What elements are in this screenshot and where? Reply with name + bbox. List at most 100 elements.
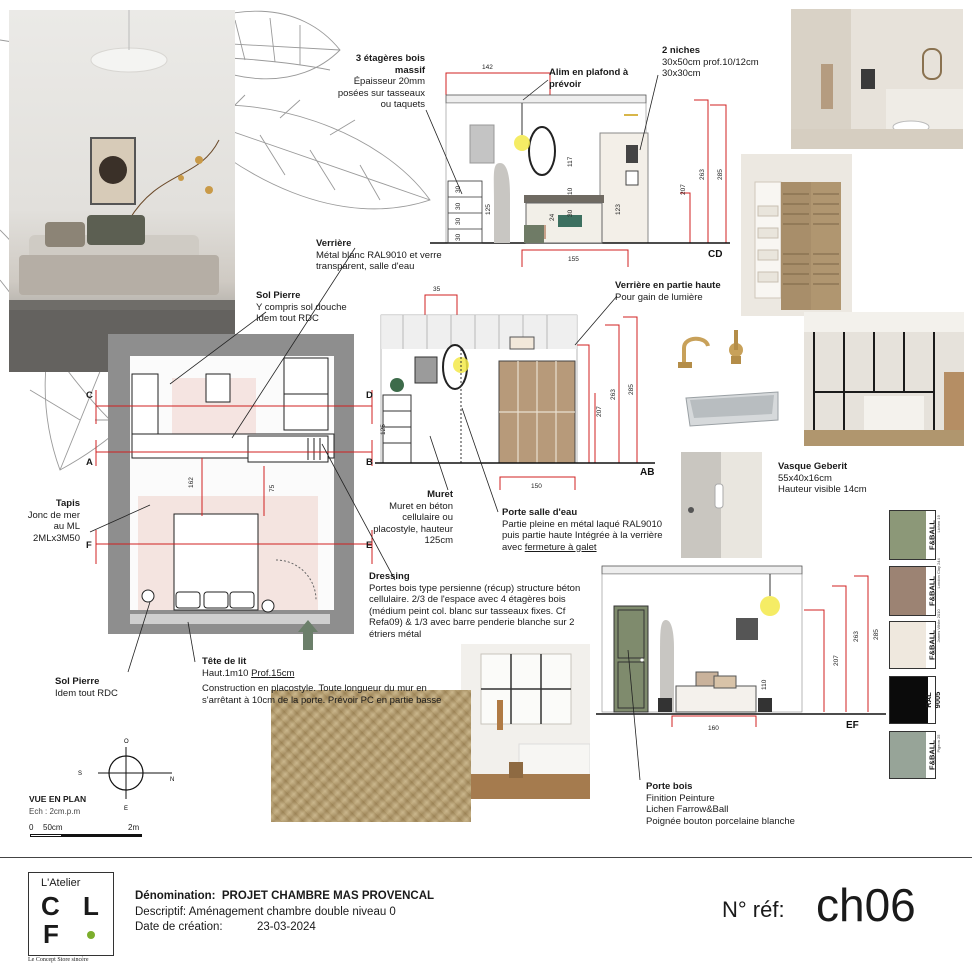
compass-icon: O E S N: [78, 739, 174, 811]
descriptif-row: Descriptif: Aménagement chambre double n…: [135, 906, 396, 918]
dim-label: 125: [380, 424, 387, 435]
descriptif-label: Descriptif:: [135, 906, 187, 918]
annotation-body: Jonc de mer au ML 2MLx3M50: [27, 509, 80, 544]
dim-label: 125: [485, 204, 492, 215]
annotation-body: Construction en placostyle. Toute longue…: [202, 683, 442, 706]
shutter-doors-photo: [741, 154, 852, 316]
swatch-color: [890, 622, 926, 668]
annotation-title: Alim en plafond à prévoir: [549, 67, 629, 90]
annotation-porte-bois: Porte bois Finition Peinture Lichen Farr…: [646, 781, 816, 827]
dim-label: 142: [482, 64, 493, 71]
annotation-niches: 2 niches 30x50cm prof.10/12cm 30x30cm: [662, 45, 777, 80]
swatch-james-white: F&BALL James White 2010: [889, 609, 941, 669]
annotation-line: Idem tout RDC: [55, 687, 118, 699]
annotation-title: Tête de lit: [202, 656, 247, 667]
dim-label: 285: [717, 169, 724, 180]
annotation-title: Porte bois: [646, 781, 693, 792]
plan-marker-d: D: [366, 390, 373, 401]
plan-marker-f: F: [86, 540, 92, 551]
annotation-line: Lichen Farrow&Ball: [646, 804, 729, 815]
annotation-title: 3 étagères bois massif: [355, 53, 425, 76]
dim-label: 207: [833, 655, 840, 666]
logo-dot: [87, 931, 95, 939]
section-label-cd: CD: [708, 249, 722, 260]
date-label: Date de création:: [135, 921, 223, 933]
dim-label: 263: [699, 169, 706, 180]
dim-label: 110: [761, 679, 768, 690]
annotation-verriere-haute: Verrière en partie haute Pour gain de lu…: [615, 280, 740, 303]
annotation-tapis: Tapis Jonc de mer au ML 2MLx3M50: [22, 498, 80, 544]
scale-bar-segment: [31, 835, 61, 836]
annotation-sol-pierre-2: Sol Pierre Idem tout RDC: [55, 676, 155, 699]
swatch-pigeon: F&BALL Pigeon 25: [889, 731, 941, 779]
annotation-title: Tapis: [55, 498, 80, 509]
swatch-color: [890, 677, 928, 723]
annotation-line: Hauteur visible 14cm: [778, 484, 867, 495]
annotation-porte-salle-deau: Porte salle d'eau Partie pleine en métal…: [502, 507, 677, 553]
dim-label: 123: [615, 204, 622, 215]
plan-marker-a: A: [86, 457, 93, 468]
annotation-title: Verrière: [316, 238, 352, 249]
dim-label: 162: [188, 477, 195, 488]
dim-label: 30: [455, 185, 462, 193]
annotation-title: Sol Pierre: [55, 676, 100, 687]
annotation-body: Partie pleine en métal laqué RAL9010 pui…: [502, 519, 677, 554]
plan-marker-c: C: [86, 390, 93, 401]
dim-label: 150: [531, 483, 542, 490]
elevation-ef-drawing: 160 207 263 285 110 EF: [596, 565, 886, 732]
compass-n: N: [170, 777, 174, 783]
compass-e: E: [124, 806, 128, 811]
dim-label: 10: [567, 187, 574, 195]
dim-label: 285: [873, 629, 880, 640]
annotation-body-text: Partie pleine en métal laqué RAL9010 pui…: [502, 518, 663, 553]
swatch-note: James White 2010: [936, 609, 941, 643]
annotation-line: 30x30cm: [662, 68, 701, 79]
annotation-link-text: fermeture à galet: [524, 541, 597, 553]
swatch-note: Lichen 19: [936, 515, 941, 533]
date-value: 23-03-2024: [257, 921, 316, 933]
dim-label: 263: [853, 631, 860, 642]
annotation-body: Métal blanc RAL9010 et verre transparent…: [316, 249, 442, 273]
annotation-sol-pierre-1: Sol Pierre Y compris sol douche Idem tou…: [256, 290, 366, 325]
scale-tick-50: 50cm: [43, 823, 63, 832]
annotation-verriere: Verrière Métal blanc RAL9010 et verre tr…: [316, 238, 456, 273]
swatch-color: [890, 732, 926, 778]
section-label-ef: EF: [846, 720, 859, 731]
annotation-body: Épaisseur 20mm posées sur tasseaux ou ta…: [337, 76, 425, 110]
dim-label: 263: [610, 389, 617, 400]
swatch-note: Pigeon 25: [936, 734, 941, 753]
annotation-dressing: Dressing Portes bois type persienne (réc…: [369, 571, 599, 640]
annotation-body: Muret en béton cellulaire ou placostyle,…: [373, 500, 453, 547]
denomination-row: Dénomination: PROJET CHAMBRE MAS PROVENC…: [135, 890, 434, 902]
denomination-value: PROJET CHAMBRE MAS PROVENCAL: [221, 890, 435, 902]
annotation-line-text: Haut.1m10: [202, 667, 252, 679]
annotation-line: Poignée bouton porcelaine blanche: [646, 815, 795, 827]
elevation-ab-drawing: 35 150 207 263 285 125 AB: [375, 286, 655, 490]
dim-label: 30: [455, 202, 462, 210]
title-block: [0, 857, 972, 973]
annotation-line: Finition Peinture: [646, 792, 715, 804]
annotation-line: Idem tout RDC: [256, 313, 319, 324]
glass-partition-photo: [804, 312, 964, 446]
scale-tick-0: 0: [29, 823, 34, 832]
dim-label: 30: [455, 217, 462, 225]
annotation-title: Vasque Geberit: [778, 461, 848, 472]
reference-label: N° réf:: [722, 897, 785, 922]
washbasin-photo: [680, 378, 786, 442]
annotation-etageres: 3 étagères bois massif Épaisseur 20mm po…: [330, 53, 425, 111]
section-label-ab: AB: [640, 467, 654, 478]
annotation-line: 55x40x16cm: [778, 472, 832, 484]
dim-label: 155: [568, 256, 579, 263]
elevation-cd-drawing: 142 155 207 263 285 125 117 123 30 30 30…: [430, 64, 730, 267]
annotation-body: Pour gain de lumière: [615, 291, 703, 303]
annotation-line: Haut.1m10 Prof.15cm: [202, 668, 464, 680]
scale-tick-2m: 2m: [128, 823, 140, 832]
annotation-title: Muret: [427, 489, 453, 500]
dim-label: 285: [628, 384, 635, 395]
swatch-note: London Clay 244: [936, 558, 941, 589]
swatch-brand: F&BALL: [927, 520, 936, 550]
annotation-line: 30x50cm prof.10/12cm: [662, 56, 759, 68]
annotation-title: Dressing: [369, 571, 410, 582]
dim-label: 30: [455, 233, 462, 241]
